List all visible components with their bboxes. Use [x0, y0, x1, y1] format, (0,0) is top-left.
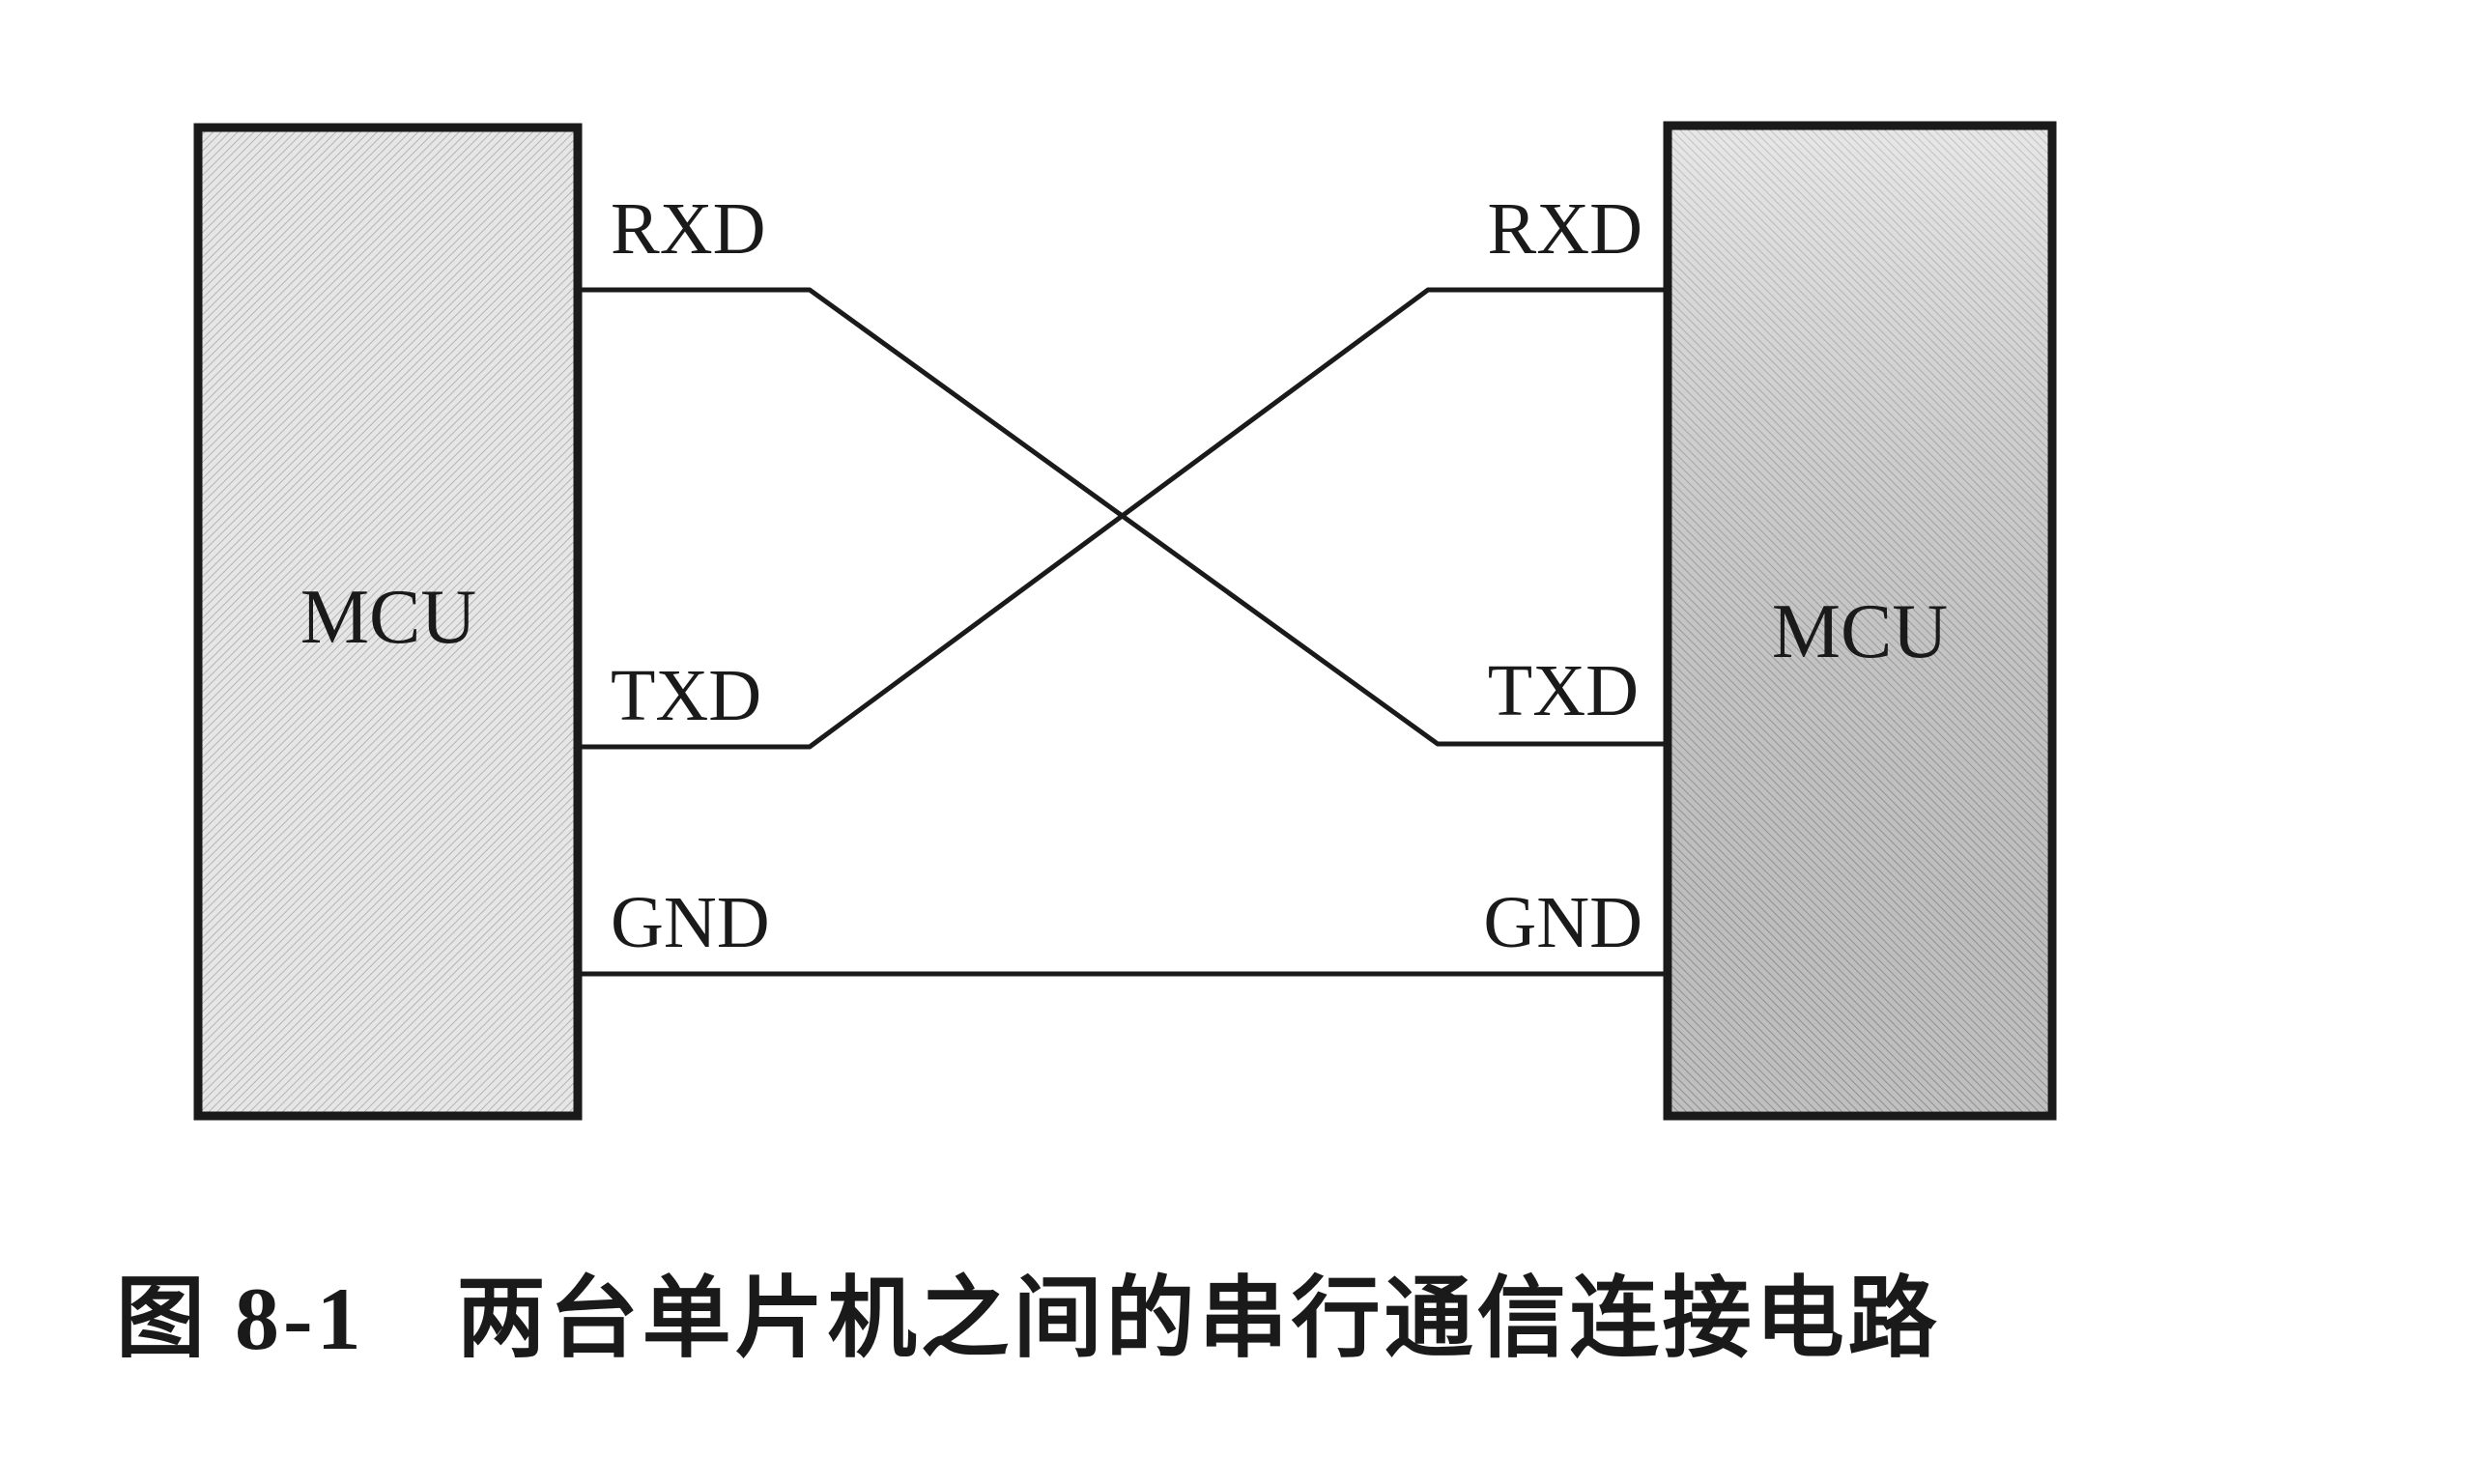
right-pin-rxd-label: RXD [1488, 188, 1642, 270]
left-pin-txd-label: TXD [611, 655, 761, 736]
right-mcu-block: MCU [1663, 121, 2057, 1121]
figure-number: 图 8-1 [116, 1270, 365, 1368]
right-pin-txd-label: TXD [1488, 650, 1639, 731]
left-mcu-block: MCU [193, 123, 583, 1121]
figure-caption: 图 8-1 两台单片机之间的串行通信连接电路 [116, 1246, 1941, 1375]
right-mcu-label: MCU [1772, 589, 1948, 674]
left-pin-rxd-label: RXD [611, 188, 765, 270]
left-mcu-label: MCU [300, 575, 476, 660]
wire-left-txd-to-right-rxd [582, 287, 1664, 750]
right-pin-gnd-label: GND [1483, 882, 1642, 963]
left-pin-gnd-label: GND [611, 882, 770, 963]
figure-title: 两台单片机之间的串行通信连接电路 [456, 1267, 1941, 1370]
